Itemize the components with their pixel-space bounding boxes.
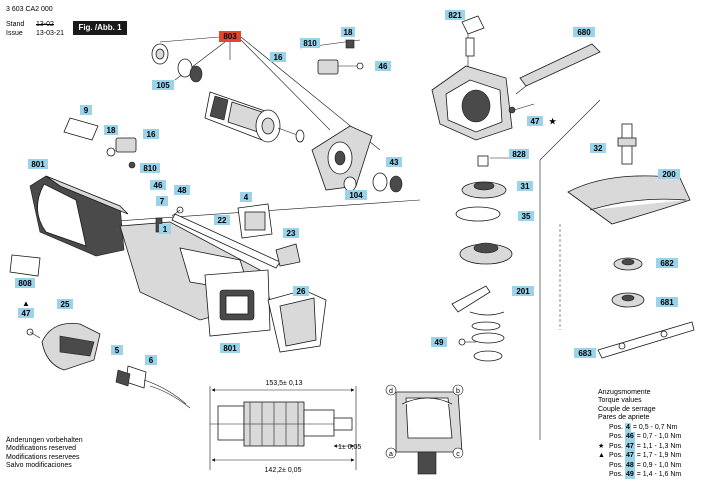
highlight-part-803: 803 [219, 31, 241, 42]
callout-828: 828 [512, 150, 526, 159]
switch-and-cable [155, 203, 327, 353]
torque-row: ★Pos. 47 = 1,1 - 1,3 Nm [598, 441, 682, 452]
callout-16: 16 [274, 53, 283, 62]
callout-23: 23 [287, 229, 296, 238]
torque-table: Pos. 4 = 0,5 - 0,7 Nm Pos. 46 = 0,7 - 1,… [598, 423, 682, 480]
head-top-view [385, 384, 464, 475]
callout-680: 680 [577, 28, 591, 37]
callout-18: 18 [344, 28, 353, 37]
note-en: Modifications reserved [6, 445, 77, 453]
callout-49: 49 [435, 338, 444, 347]
star-mark: ★ [549, 117, 557, 126]
callout-105: 105 [156, 81, 170, 90]
callout-810: 810 [303, 39, 317, 48]
torque-title-fr: Couple de serrage [598, 405, 656, 413]
corner-c: c [456, 451, 460, 458]
callout-47: 47 [22, 309, 31, 318]
torque-row: Pos. 46 = 0,7 - 1,0 Nm [609, 432, 682, 442]
note-de: Änderungen vorbehalten [6, 437, 83, 444]
corner-b: b [456, 388, 460, 395]
dimension-bottom: 142,2± 0,05 [265, 467, 302, 474]
armature-assembly [151, 43, 305, 143]
callout-47: 47 [531, 117, 540, 126]
callout-labels: 105 810 18 16 46 9 18 16 810 46 801 48 7… [15, 10, 680, 365]
callout-808: 808 [18, 279, 32, 288]
torque-row: Pos. 4 = 0,5 - 0,7 Nm [609, 423, 678, 433]
notes-block: Änderungen vorbehalten Modifications res… [6, 437, 83, 470]
brush-holder-left [63, 117, 137, 169]
callout-9: 9 [84, 106, 89, 115]
stand-label: Stand [6, 21, 25, 28]
note-fr: Modifications reservees [6, 453, 80, 461]
callout-801: 801 [223, 344, 237, 353]
issue-value: 13-03-21 [36, 30, 65, 37]
note-es: Salvo modificaciones [6, 461, 72, 469]
torque-row: Pos. 48 = 0,9 - 1,0 Nm [609, 460, 682, 470]
brush-holder-top [317, 39, 364, 75]
torque-title-es: Pares de apriete [598, 413, 650, 421]
callout-201: 201 [516, 287, 530, 296]
callout-683: 683 [578, 349, 592, 358]
callout-810: 810 [143, 164, 157, 173]
callout-801: 801 [31, 160, 45, 169]
armature-dimension-drawing [209, 386, 357, 470]
torque-row: ▲Pos. 47 = 1,7 - 1,9 Nm [598, 451, 682, 461]
callout-18: 18 [107, 126, 116, 135]
rear-cap [9, 254, 191, 409]
callout-7: 7 [160, 197, 165, 206]
callout-1: 1 [163, 225, 168, 234]
callout-35: 35 [522, 212, 531, 221]
torque-title-en: Torque values [598, 397, 642, 405]
callout-48: 48 [178, 186, 187, 195]
triangle-mark: ▲ [22, 299, 30, 308]
callout-26: 26 [297, 287, 306, 296]
callout-104: 104 [349, 191, 363, 200]
doc-number: 3 603 CA2 000 [6, 6, 53, 13]
dimension-small: 1± 0,05 [338, 444, 361, 451]
callout-32: 32 [594, 144, 603, 153]
callout-46: 46 [379, 62, 388, 71]
callout-31: 31 [521, 182, 530, 191]
corner-a: a [389, 451, 393, 458]
stand-value: 13-02 [36, 21, 54, 28]
bearing-plate [311, 125, 403, 193]
callout-821: 821 [448, 11, 462, 20]
figure-label: Fig. /Abb. 1 [73, 21, 127, 35]
callout-16: 16 [147, 130, 156, 139]
callout-25: 25 [61, 300, 70, 309]
callout-22: 22 [218, 216, 227, 225]
gear-head [431, 15, 601, 362]
callout-682: 682 [660, 259, 674, 268]
torque-title-de: Anzugsmomente [598, 389, 651, 396]
callout-6: 6 [149, 356, 154, 365]
torque-row: Pos. 49 = 1,4 - 1,6 Nm [609, 469, 682, 480]
dimension-top: 153,5± 0,13 [266, 380, 303, 387]
spindle-and-guard [559, 123, 695, 359]
torque-titles: Anzugsmomente Torque values Couple de se… [598, 389, 656, 422]
callout-4: 4 [244, 193, 249, 202]
callout-200: 200 [662, 170, 676, 179]
callout-681: 681 [660, 298, 674, 307]
issue-label: Issue [6, 30, 23, 37]
corner-d: d [389, 388, 393, 395]
callout-5: 5 [115, 346, 120, 355]
callout-43: 43 [390, 158, 399, 167]
callout-46: 46 [154, 181, 163, 190]
motor-housing [29, 175, 271, 337]
